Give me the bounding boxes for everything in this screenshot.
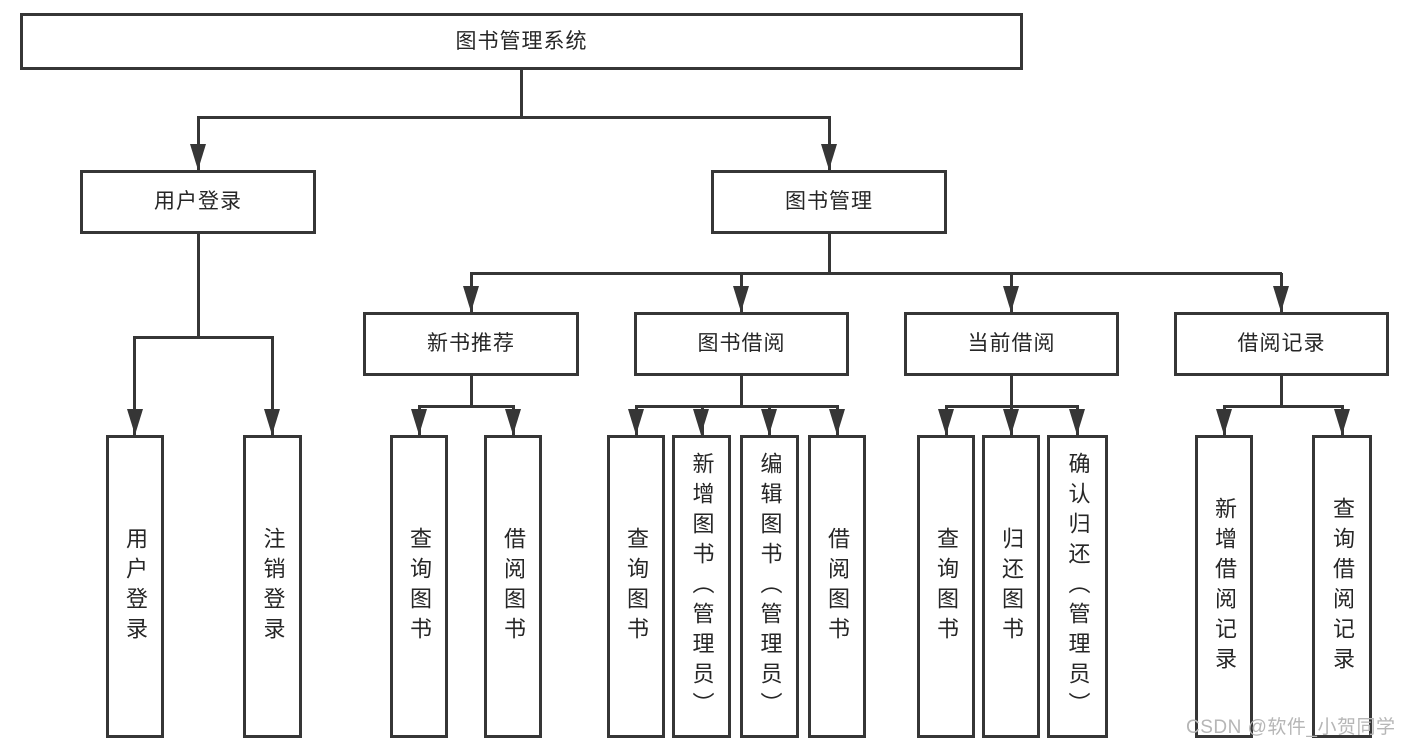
node-label: 借阅图书 [501,526,526,647]
connector-line [271,337,274,435]
connector-line [197,117,200,170]
arrow-down-icon [1273,286,1289,312]
node-label: 新增图书（管理员） [689,451,715,722]
node-user-login-branch: 用户登录 [80,170,316,234]
arrow-down-icon [821,144,837,170]
leaf-query-books-recommend: 查询图书 [390,435,448,738]
connector-line [470,376,473,406]
arrow-down-icon [264,409,280,435]
node-label: 借阅记录 [1237,332,1326,356]
node-new-book-recommend: 新书推荐 [363,312,579,376]
connector-line [1223,405,1344,408]
connector-line [197,234,200,337]
node-label: 图书管理系统 [455,29,588,53]
leaf-borrow-books-recommend: 借阅图书 [484,435,542,738]
node-label: 确认归还（管理员） [1065,451,1091,722]
node-book-management: 图书管理 [711,170,947,234]
leaf-user-login: 用户登录 [106,435,164,738]
leaf-borrow-books: 借阅图书 [808,435,866,738]
arrow-down-icon [1216,409,1232,435]
leaf-return-book: 归还图书 [982,435,1040,738]
arrow-down-icon [628,409,644,435]
leaf-add-borrow-record: 新增借阅记录 [1195,435,1253,738]
node-label: 新书推荐 [427,332,515,356]
connector-line [470,272,1282,275]
connector-line [197,116,831,119]
connector-line [1010,376,1013,406]
node-label: 图书管理 [785,190,873,214]
connector-line [520,70,523,117]
connector-line [133,337,136,435]
arrow-down-icon [733,286,749,312]
leaf-query-borrow-record: 查询借阅记录 [1312,435,1372,738]
node-label: 新增借阅记录 [1212,496,1237,677]
arrow-down-icon [938,409,954,435]
node-borrow-records: 借阅记录 [1174,312,1389,376]
node-current-borrow: 当前借阅 [904,312,1119,376]
node-label: 查询借阅记录 [1330,496,1355,677]
arrow-down-icon [1003,409,1019,435]
leaf-confirm-return-admin: 确认归还（管理员） [1047,435,1108,738]
arrow-down-icon [693,409,709,435]
node-label: 用户登录 [123,526,148,647]
connector-line [740,376,743,406]
node-label: 查询图书 [407,526,432,647]
arrow-down-icon [1334,409,1350,435]
leaf-edit-book-admin: 编辑图书（管理员） [740,435,799,738]
connector-line [828,234,831,273]
node-label: 图书借阅 [697,332,786,356]
watermark: CSDN @软件_小贺同学 [1186,717,1396,738]
arrow-down-icon [463,286,479,312]
arrow-down-icon [829,409,845,435]
connector-line [418,405,515,408]
connector-line [1280,376,1283,406]
node-root: 图书管理系统 [20,13,1023,70]
arrow-down-icon [411,409,427,435]
connector-line [635,405,839,408]
leaf-query-books-current: 查询图书 [917,435,975,738]
node-book-borrow: 图书借阅 [634,312,849,376]
node-label: 注销登录 [260,526,286,647]
arrow-down-icon [190,144,206,170]
arrow-down-icon [761,409,777,435]
arrow-down-icon [1069,409,1085,435]
node-label: 编辑图书（管理员） [757,451,783,722]
node-label: 当前借阅 [967,332,1056,356]
connector-line [828,117,831,170]
node-label: 借阅图书 [825,526,850,647]
node-label: 归还图书 [999,526,1024,647]
node-label: 查询图书 [624,526,649,647]
leaf-add-book-admin: 新增图书（管理员） [672,435,731,738]
leaf-logout: 注销登录 [243,435,302,738]
arrow-down-icon [1003,286,1019,312]
leaf-query-books-borrow: 查询图书 [607,435,665,738]
connector-line [133,336,274,339]
node-label: 查询图书 [934,526,959,647]
arrow-down-icon [127,409,143,435]
node-label: 用户登录 [154,190,242,214]
arrow-down-icon [505,409,521,435]
